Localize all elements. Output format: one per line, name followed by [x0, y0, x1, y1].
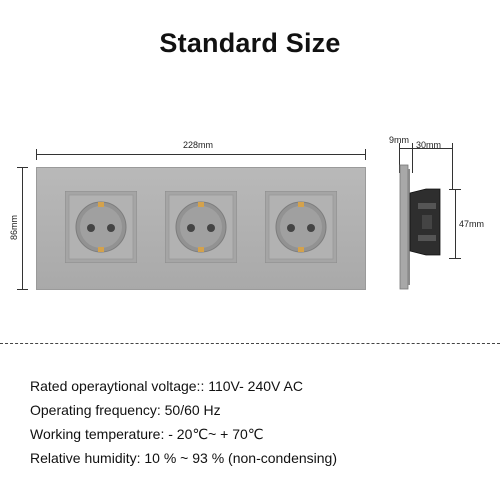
side-depth-label: 30mm	[416, 140, 442, 150]
spec-humidity: Relative humidity: 10 % ~ 93 % (non-cond…	[30, 450, 338, 466]
spec-list: Rated operaytional voltage:: 110V- 240V …	[30, 374, 337, 470]
spec-voltage: Rated operaytional voltage:: 110V- 240V …	[30, 378, 303, 394]
socket-icon	[64, 190, 138, 264]
width-label: 228mm	[183, 140, 214, 150]
socket-icon	[164, 190, 238, 264]
spec-temperature: Working temperature: - 20℃~ + 70℃	[30, 426, 264, 442]
socket-1	[64, 190, 138, 264]
side-profile-icon	[399, 164, 441, 290]
height-label: 86mm	[9, 214, 19, 240]
socket-2	[164, 190, 238, 264]
divider	[0, 343, 500, 344]
socket-icon	[264, 190, 338, 264]
spec-frequency: Operating frequency: 50/60 Hz	[30, 402, 221, 418]
socket-3	[264, 190, 338, 264]
side-height-label: 47mm	[459, 219, 485, 229]
socket-panel	[36, 167, 366, 290]
page-title: Standard Size	[159, 28, 341, 58]
side-plate-label: 9mm	[389, 135, 409, 145]
